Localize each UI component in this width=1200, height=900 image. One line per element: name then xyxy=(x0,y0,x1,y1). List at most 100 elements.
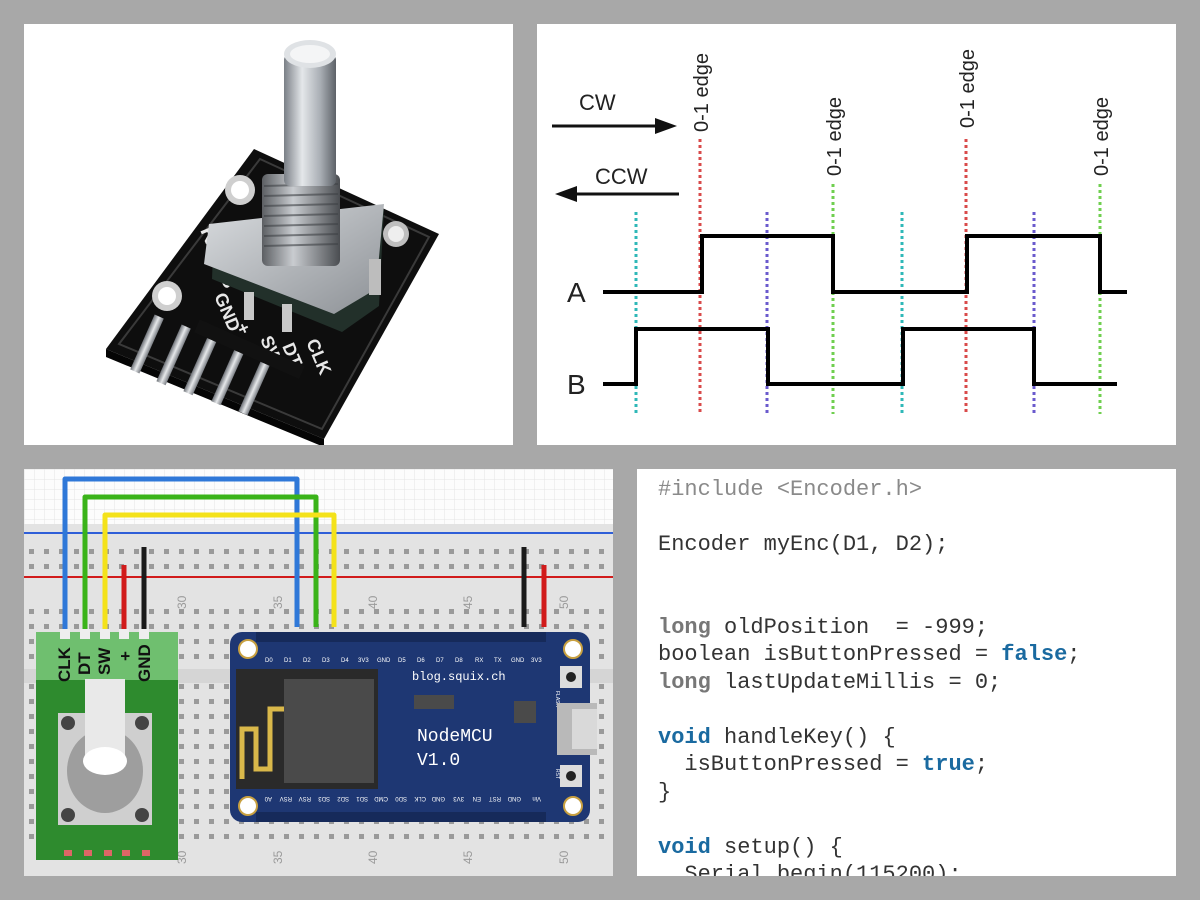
wire-blue xyxy=(62,476,300,637)
code-line: Serial.begin(115200); xyxy=(658,861,1080,876)
pin-a0: A0 xyxy=(264,795,272,801)
pin-gnd-a: GND xyxy=(377,658,391,664)
timing-diagram-panel: CW CCW 0-1 edge 0-1 edge 0-1 edge 0-1 ed… xyxy=(537,24,1176,445)
encoder-photo-panel: Keyes GND + SW DT CLK xyxy=(24,24,513,445)
wiring-diagram: 30 35 40 45 50 30 35 40 45 50 xyxy=(24,469,613,876)
pin-3v3-a: 3V3 xyxy=(358,658,369,664)
code-line: #include <Encoder.h> xyxy=(658,476,1080,504)
code-token: true xyxy=(922,752,975,777)
code-line xyxy=(658,504,1080,532)
code-token: oldPosition = -999; xyxy=(710,614,989,640)
ccw-label: CCW xyxy=(595,164,648,189)
nodemcu-board: D0 D1 D2 D3 D4 3V3 GND D5 D6 D7 D8 RX TX… xyxy=(230,632,597,822)
row-number-50-bottom: 50 xyxy=(557,850,571,864)
nodemcu-top-pins: D0 D1 D2 D3 D4 3V3 GND D5 D6 D7 D8 RX TX… xyxy=(265,658,542,664)
code-line: long lastUpdateMillis = 0; xyxy=(658,669,1080,697)
code-line: Encoder myEnc(D1, D2); xyxy=(658,531,1080,559)
board-version: V1.0 xyxy=(417,751,460,771)
pin-d3: D3 xyxy=(322,658,330,664)
timing-diagram: CW CCW 0-1 edge 0-1 edge 0-1 edge 0-1 ed… xyxy=(552,49,1127,414)
board-url: blog.squix.ch xyxy=(412,670,506,684)
code-line: isButtonPressed = true; xyxy=(658,751,1080,779)
encoder-photo: Keyes GND + SW DT CLK xyxy=(106,40,439,445)
pin-en: EN xyxy=(473,795,481,801)
code-line xyxy=(658,696,1080,724)
pin-d7: D7 xyxy=(436,658,444,664)
code-token: void xyxy=(658,834,711,860)
edge-label-3: 0-1 edge xyxy=(957,49,979,128)
board-name: NodeMCU xyxy=(417,727,493,747)
code-line: void setup() { xyxy=(658,834,1080,862)
pin-rx: RX xyxy=(475,658,483,664)
channel-a-waveform xyxy=(603,234,1127,294)
code-token: } xyxy=(658,779,672,805)
wire-yellow xyxy=(102,512,337,637)
row-number-40-bottom: 40 xyxy=(366,850,380,864)
code-line: boolean isButtonPressed = false; xyxy=(658,641,1080,669)
pin-clk: CLK xyxy=(414,795,426,801)
pin-sd3: SD3 xyxy=(318,795,330,801)
wire-green xyxy=(82,494,319,637)
code-line: void handleKey() { xyxy=(658,724,1080,752)
nodemcu-bottom-pins: A0 RSV RSV SD3 SD2 SD1 CMD SD0 CLK GND 3… xyxy=(264,795,541,801)
channel-b-waveform xyxy=(603,327,1117,386)
cw-label: CW xyxy=(579,90,616,115)
pin-gnd-d: GND xyxy=(507,795,521,801)
code-line: } xyxy=(658,779,1080,807)
row-number-40: 40 xyxy=(366,595,380,609)
channel-a-label: A xyxy=(567,277,586,308)
jumper-wires xyxy=(62,476,547,637)
code-block: #include <Encoder.h> Encoder myEnc(D1, D… xyxy=(658,476,1080,876)
encoder-pin-plus: + xyxy=(116,651,135,661)
edge-label-4: 0-1 edge xyxy=(1091,97,1113,176)
pin-d8: D8 xyxy=(455,658,463,664)
pin-d4: D4 xyxy=(341,658,349,664)
pin-d6: D6 xyxy=(417,658,425,664)
pin-rst: RST xyxy=(489,795,501,801)
pin-sd2: SD2 xyxy=(337,795,349,801)
row-number-50: 50 xyxy=(557,595,571,609)
row-number-45: 45 xyxy=(461,595,475,609)
edge-labels: 0-1 edge 0-1 edge 0-1 edge 0-1 edge xyxy=(691,49,1113,176)
pin-gnd-b: GND xyxy=(511,658,525,664)
pin-3v3-c: 3V3 xyxy=(453,795,464,801)
encoder-pin-gnd: GND xyxy=(135,644,154,682)
pin-tx: TX xyxy=(494,658,502,664)
code-token: long xyxy=(658,614,711,640)
rst-button xyxy=(566,771,576,781)
pin-d1: D1 xyxy=(284,658,292,664)
encoder-pin-sw: SW xyxy=(95,647,114,675)
encoder-module: CLK DT SW + GND xyxy=(36,629,178,860)
row-number-30: 30 xyxy=(175,595,189,609)
pin-cmd: CMD xyxy=(374,795,388,801)
code-token: boolean isButtonPressed = xyxy=(658,642,1002,667)
row-number-30-bottom: 30 xyxy=(175,850,189,864)
edge-label-1: 0-1 edge xyxy=(691,53,713,132)
code-line xyxy=(658,806,1080,834)
row-number-45-bottom: 45 xyxy=(461,850,475,864)
pin-3v3-b: 3V3 xyxy=(531,658,542,664)
code-token: Serial.begin(115200); xyxy=(658,862,962,876)
code-panel: #include <Encoder.h> Encoder myEnc(D1, D… xyxy=(637,469,1176,876)
encoder-pin-dt: DT xyxy=(75,652,94,675)
code-line xyxy=(658,559,1080,587)
code-token: lastUpdateMillis = 0; xyxy=(710,669,1002,695)
flash-label: FLASH xyxy=(554,691,560,708)
encoder-pin-clk: CLK xyxy=(55,646,74,682)
row-numbers: 30 35 40 45 50 30 35 40 45 50 xyxy=(175,595,571,864)
flash-button xyxy=(566,672,576,682)
code-line: long oldPosition = -999; xyxy=(658,614,1080,642)
channel-b-label: B xyxy=(567,369,586,400)
code-token: handleKey() { xyxy=(710,724,896,750)
code-token: ; xyxy=(974,752,989,777)
code-token: false xyxy=(1001,642,1068,667)
code-token: setup() { xyxy=(710,834,843,860)
pin-rsv-b: RSV xyxy=(299,795,311,801)
code-line xyxy=(658,586,1080,614)
code-token: Encoder myEnc(D1, D2); xyxy=(658,532,949,557)
code-token: void xyxy=(658,724,711,750)
header-pins xyxy=(130,314,305,416)
edge-label-2: 0-1 edge xyxy=(824,97,846,176)
pin-vin: Vin xyxy=(532,795,541,801)
pin-d0: D0 xyxy=(265,658,273,664)
